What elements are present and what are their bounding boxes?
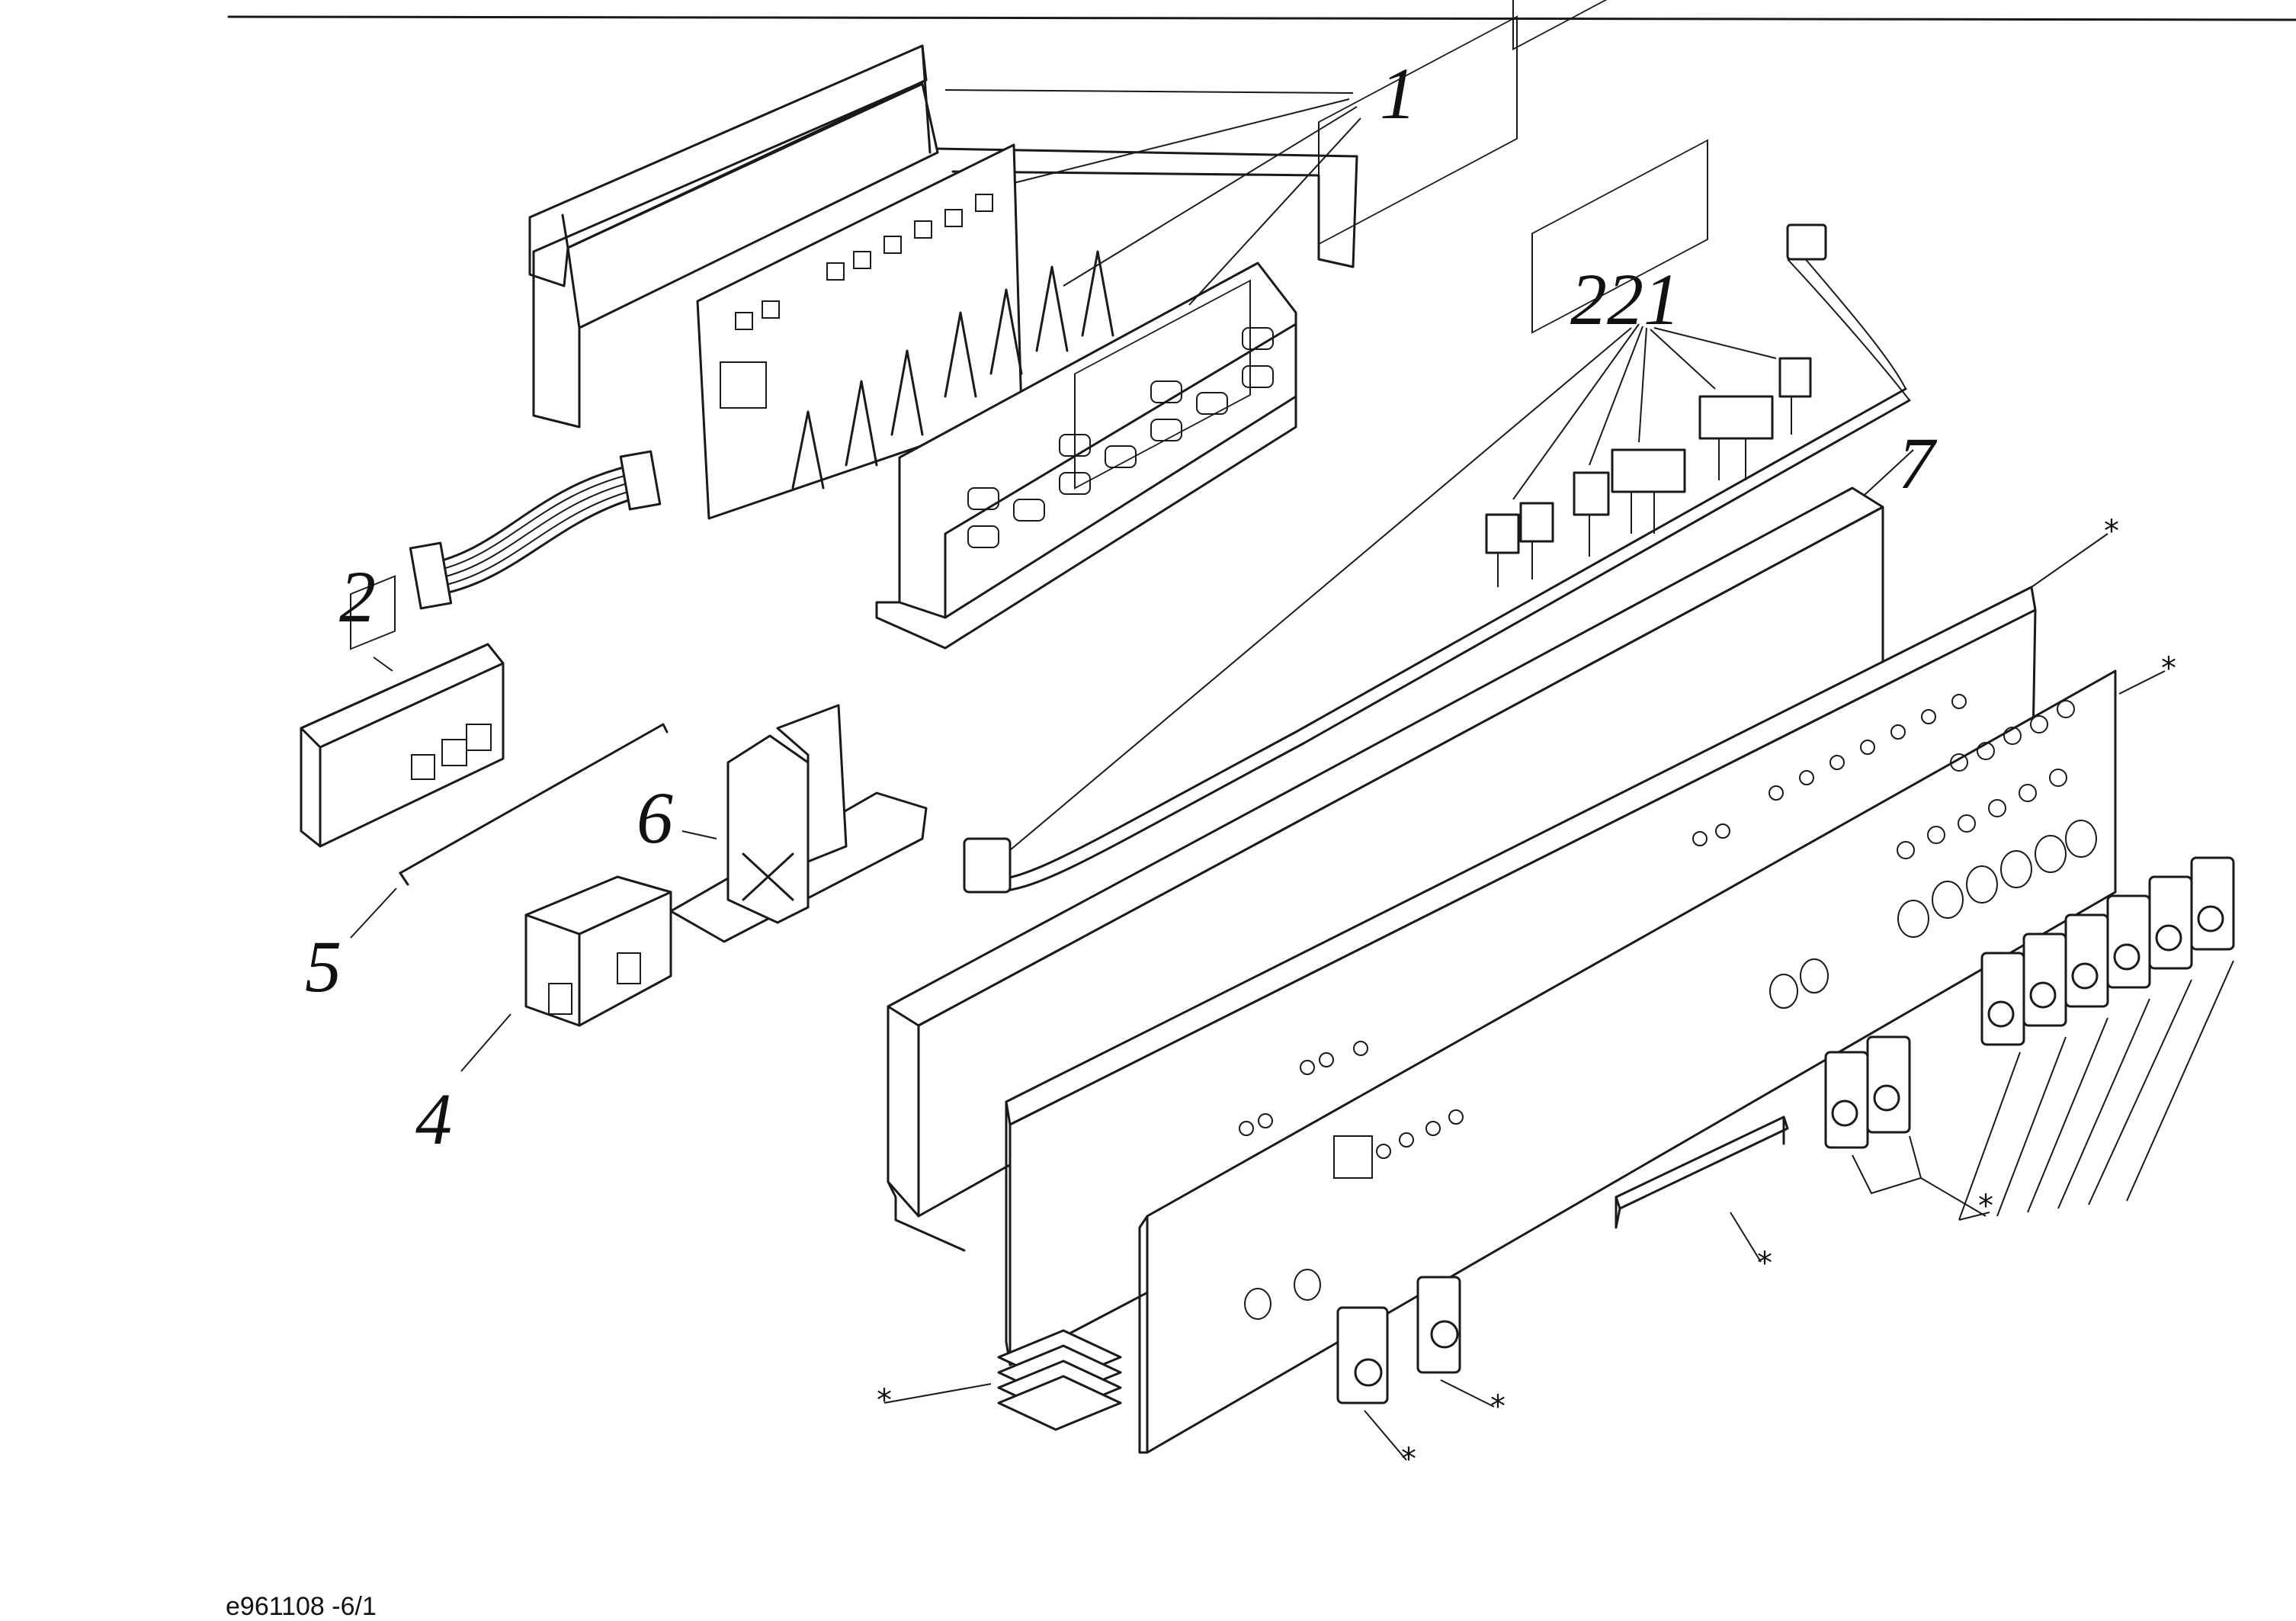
fascia-holes xyxy=(1239,694,1967,1136)
gasket-stack xyxy=(997,1329,1122,1431)
asterisk-leaders: * * * * * * * xyxy=(877,514,2176,1477)
asterisk-mark: * xyxy=(877,1383,892,1418)
knob-module xyxy=(2148,875,2193,970)
knob-module-pair xyxy=(1824,1035,1987,1217)
knob-module-row xyxy=(1958,856,2235,1221)
document-code: e961108 -6/1 xyxy=(226,1592,377,1621)
callout-part-4: 4 xyxy=(415,1078,452,1160)
knob-module xyxy=(1980,952,2025,1046)
knob-module-single-right xyxy=(1416,1276,1461,1374)
asterisk-mark: * xyxy=(2161,651,2176,686)
knob-module xyxy=(2022,932,2067,1027)
knob-module xyxy=(2190,856,2235,951)
callout-part-6: 6 xyxy=(637,777,673,859)
knob-module xyxy=(1866,1035,1911,1134)
knob-module xyxy=(1824,1051,1869,1149)
part-5-strip: 5 xyxy=(305,723,669,1007)
board-switch-squares xyxy=(720,194,993,409)
callout-part-1: 1 xyxy=(1380,53,1416,134)
part-221-harness: 221 xyxy=(963,223,1911,894)
callout-part-2: 2 xyxy=(339,556,376,637)
knob-module xyxy=(2106,894,2151,989)
callout-part-7: 7 xyxy=(1898,422,1938,504)
callout-part-221: 221 xyxy=(1570,258,1680,340)
asterisk-mark: * xyxy=(1757,1246,1772,1281)
harness-connectors xyxy=(1485,357,1812,587)
part-2-display-module: 2 xyxy=(300,556,505,848)
ribbon-cable xyxy=(409,450,662,610)
carrier-slots xyxy=(967,327,1274,548)
trim-strip xyxy=(1615,1115,1789,1229)
knob-module xyxy=(2064,913,2109,1008)
asterisk-mark: * xyxy=(1978,1189,1993,1224)
asterisk-mark: * xyxy=(1401,1442,1416,1477)
part-6-latch: 6 xyxy=(637,704,928,943)
top-rule xyxy=(227,15,2296,21)
part-4-switch: 4 xyxy=(415,875,672,1160)
overlay-holes xyxy=(1244,700,2097,1320)
asterisk-mark: * xyxy=(1490,1389,1506,1424)
front-overlay-panel xyxy=(1138,669,2117,1454)
part-1-frame-assembly: 1 xyxy=(528,44,1416,650)
asterisk-mark: * xyxy=(2104,514,2119,549)
knob-module-single-left xyxy=(1336,1306,1389,1404)
callout-part-5: 5 xyxy=(305,926,342,1007)
